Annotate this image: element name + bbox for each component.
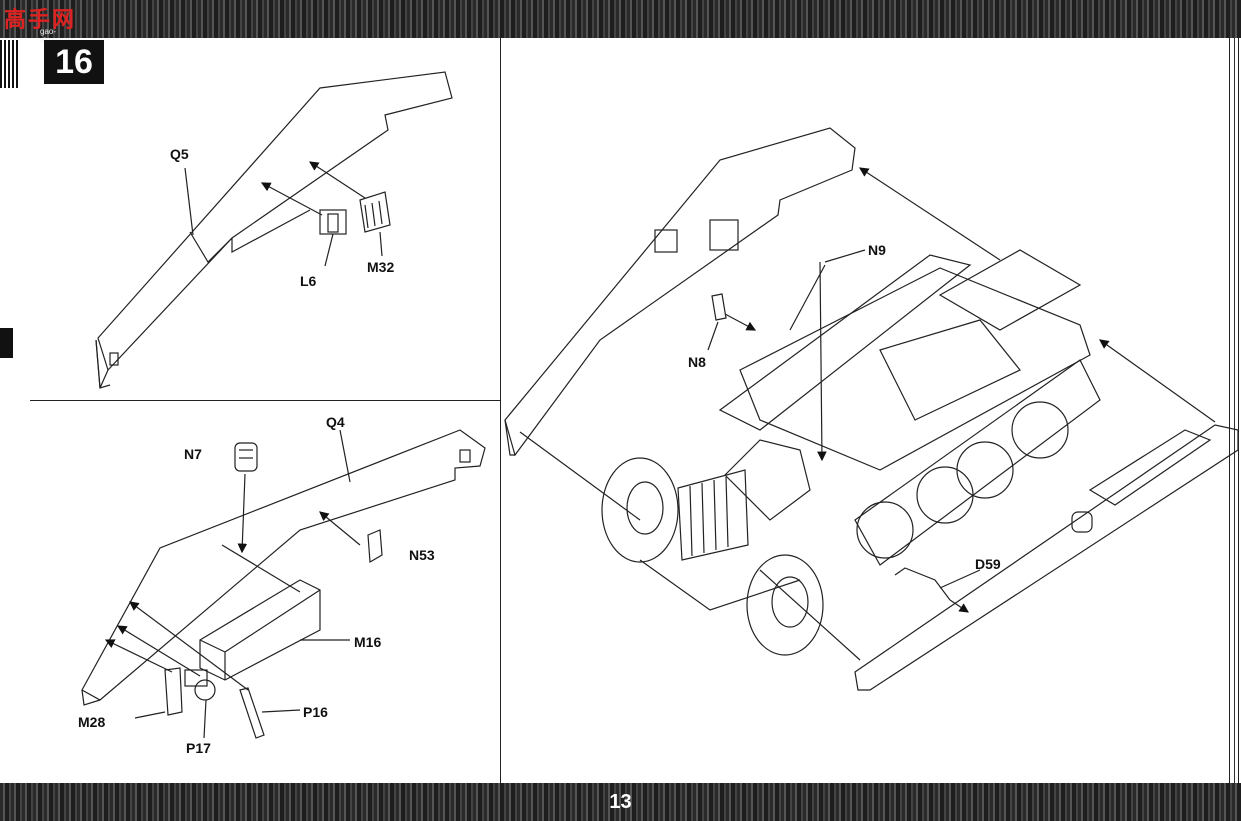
callout-q4: Q4 (326, 414, 345, 430)
fender-right-assembled (854, 424, 1239, 691)
watermark-text: 高手网 (4, 8, 77, 33)
part-d59-cap (1071, 511, 1093, 533)
part-m32 (359, 191, 391, 233)
step-number-badge: 16 (44, 40, 104, 84)
callout-m28: M28 (78, 714, 106, 730)
callout-n53: N53 (409, 547, 435, 563)
part-m16 (199, 579, 321, 681)
part-n7 (234, 442, 258, 472)
part-p16 (239, 687, 265, 739)
part-n53 (367, 529, 383, 564)
track-right (854, 359, 1101, 566)
part-d59-hose (894, 567, 951, 601)
part-m28 (164, 667, 183, 716)
bottom-scan-band (0, 783, 1241, 821)
track-left (718, 254, 972, 431)
fender-panel-q4 (81, 429, 486, 706)
part-p17 (184, 669, 216, 701)
panel-divider-horizontal (30, 400, 500, 401)
callout-l6: L6 (300, 273, 317, 289)
callout-n7: N7 (184, 446, 202, 462)
callout-n9: N9 (868, 242, 886, 258)
left-edge-tab (0, 328, 13, 358)
callout-d59: D59 (975, 556, 1001, 572)
front-wheel-right (746, 554, 824, 656)
fender-left-assembled (504, 127, 856, 457)
panel-divider-vertical (500, 38, 501, 783)
callout-m32: M32 (367, 259, 395, 275)
part-n8 (711, 293, 727, 321)
page-number: 13 (609, 791, 632, 813)
callout-m16: M16 (354, 634, 382, 650)
hull-body (739, 249, 1091, 471)
part-l6 (319, 209, 347, 235)
radiator (677, 469, 749, 561)
fender-panel-q5 (95, 71, 453, 389)
left-edge-marks (0, 40, 18, 88)
engine-block (724, 439, 811, 521)
callout-q5: Q5 (170, 146, 189, 162)
callout-n8: N8 (688, 354, 706, 370)
front-wheel-left (601, 457, 679, 563)
top-scan-band (0, 0, 1241, 38)
right-edge-scan (1226, 38, 1241, 783)
callout-p17: P17 (186, 740, 211, 756)
callout-p16: P16 (303, 704, 328, 720)
